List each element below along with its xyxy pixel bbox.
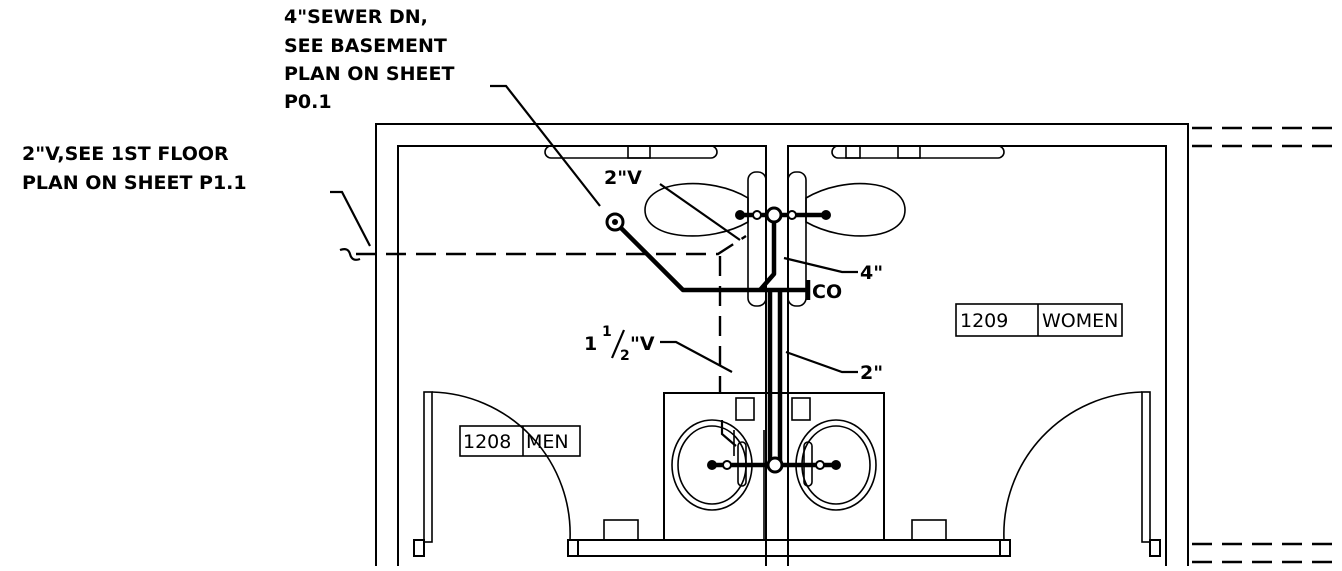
jamb-left-2	[567, 539, 579, 557]
men-wc-connection	[735, 210, 745, 220]
women-lav-connection	[831, 460, 841, 470]
vent-floor-note-leader	[330, 190, 371, 247]
vent-2-leader	[659, 183, 741, 241]
piping	[339, 206, 841, 474]
sewer-4-riser	[758, 215, 777, 292]
room-name-women: WOMEN	[1042, 310, 1118, 332]
room-tag-women: 1209 WOMEN	[955, 303, 1123, 337]
men-wc-vent-fitting	[752, 210, 762, 220]
men-door-swing	[431, 391, 571, 541]
women-side-grab-bar	[787, 171, 807, 307]
women-faucet-box	[791, 397, 811, 421]
vent-1-5-suffix: "V	[630, 333, 655, 355]
vent-floor-note-line-1: 2"V,SEE 1ST FLOOR	[22, 143, 229, 165]
vent-2-dashed	[356, 234, 747, 256]
annotations: 4"SEWER DN, SEE BASEMENT PLAN ON SHEET P…	[22, 6, 883, 384]
men-lav-connection	[707, 460, 717, 470]
women-floor-drain	[911, 519, 947, 541]
leaders	[330, 84, 858, 374]
vent-1-5-fraction-slash	[610, 329, 626, 359]
women-door-swing	[1003, 391, 1143, 541]
vent-1-5-denominator: 2	[620, 348, 630, 364]
women-grab-bar	[831, 145, 1005, 159]
vent-2-note: 2"V	[604, 167, 642, 189]
room-number-women: 1209	[960, 310, 1008, 332]
water-closets	[644, 182, 906, 237]
outer-wall	[375, 123, 1189, 566]
women-wc-connection	[821, 210, 831, 220]
sewer-note-line-3: PLAN ON SHEET	[284, 63, 454, 85]
pipe-4-leader	[783, 256, 858, 274]
room-tag-men-box	[459, 425, 581, 457]
vent-1-5-leader	[660, 340, 733, 373]
men-door-leaf	[423, 391, 433, 543]
men-floor-drain	[603, 519, 639, 541]
sewer-4-main	[613, 220, 808, 293]
sewer-note-leader	[490, 84, 601, 207]
men-grab-bar	[544, 145, 718, 159]
men-grab-bar-clip	[627, 145, 651, 159]
men-room-inner-wall	[397, 145, 767, 566]
men-side-grab-bar	[747, 171, 767, 307]
grab-bars	[544, 145, 1005, 307]
men-water-closet	[644, 182, 749, 237]
women-grab-bar-clip-a	[845, 145, 861, 159]
pipe-4-note: 4"	[860, 262, 883, 284]
walls	[375, 123, 1342, 566]
room-tag-women-box	[955, 303, 1123, 337]
doors	[423, 391, 1151, 543]
women-lav-fitting	[815, 460, 825, 470]
sewer-drop-dot	[612, 219, 618, 225]
pipe-2-note: 2"	[860, 362, 883, 384]
vent-floor-note-line-2: PLAN ON SHEET P1.1	[22, 172, 247, 194]
sewer-note-line-2: SEE BASEMENT	[284, 35, 447, 57]
women-water-closet	[805, 182, 906, 237]
room-name-men: MEN	[526, 431, 569, 453]
jamb-right	[999, 539, 1011, 557]
sewer-note-line-4: P0.1	[284, 91, 332, 113]
lav-riser-fitting	[766, 456, 784, 474]
vent-1-5-whole: 1	[584, 333, 597, 355]
women-grab-bar-clip-b	[897, 145, 921, 159]
wc-riser-fitting	[765, 206, 783, 224]
room-tag-men: 1208 MEN	[459, 425, 581, 457]
room-number-men: 1208	[463, 431, 511, 453]
men-lav-fitting	[722, 460, 732, 470]
jamb-right-2	[1149, 539, 1161, 557]
vent-1-5-numerator: 1	[602, 324, 612, 340]
sewer-note-line-1: 4"SEWER DN,	[284, 6, 428, 28]
adjacent-wall-dashed	[1192, 126, 1342, 564]
jamb-left	[413, 539, 425, 557]
vent-break-symbol	[339, 248, 361, 261]
lavatory-vent-tie	[720, 420, 737, 447]
women-wc-vent-fitting	[787, 210, 797, 220]
lavatory-counter	[663, 392, 885, 541]
women-door-leaf	[1141, 391, 1151, 543]
pipe-2-leader	[785, 350, 858, 374]
cleanout-note: CO	[812, 281, 842, 303]
men-faucet-box	[735, 397, 755, 421]
